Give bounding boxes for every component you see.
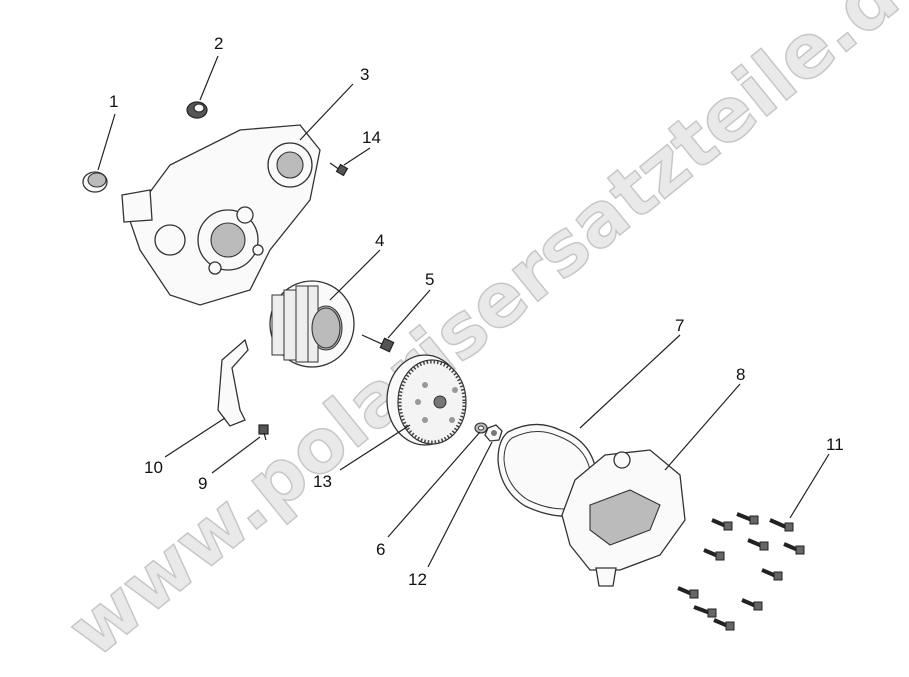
part-10-bracket xyxy=(217,338,249,427)
leader-12 xyxy=(427,441,493,568)
callout-6: 6 xyxy=(376,540,385,559)
callout-9: 9 xyxy=(198,474,207,493)
part-1-seal xyxy=(82,171,108,193)
callout-7: 7 xyxy=(675,316,684,335)
part-2-bearing xyxy=(186,101,208,119)
callout-1: 1 xyxy=(109,92,118,111)
leader-1 xyxy=(97,113,116,171)
callout-2: 2 xyxy=(214,34,223,53)
leader-7 xyxy=(579,334,681,429)
part-4-stator xyxy=(269,280,355,368)
callout-4: 4 xyxy=(375,231,384,250)
leader-5 xyxy=(387,289,431,339)
leader-14 xyxy=(343,147,371,166)
callout-8: 8 xyxy=(736,365,745,384)
part-13-flywheel xyxy=(386,354,467,446)
callout-11: 11 xyxy=(826,435,844,454)
leader-lines xyxy=(97,55,830,568)
part-9-bolt xyxy=(258,424,269,441)
callout-14: 14 xyxy=(362,128,381,147)
callout-5: 5 xyxy=(425,270,434,289)
leader-8 xyxy=(664,383,741,471)
part-14-bolt xyxy=(329,162,349,177)
part-12-nut xyxy=(484,424,503,442)
callout-10: 10 xyxy=(144,458,163,477)
leader-4 xyxy=(329,249,381,301)
leader-6 xyxy=(387,431,481,538)
part-3-crankcase xyxy=(121,124,321,306)
part-8-cover xyxy=(561,449,686,587)
leader-3 xyxy=(299,83,354,141)
callout-12: 12 xyxy=(408,570,427,589)
leader-10 xyxy=(164,417,226,458)
callout-3: 3 xyxy=(360,65,369,84)
leader-9 xyxy=(211,436,261,474)
callout-13: 13 xyxy=(313,472,332,491)
part-11-bolts xyxy=(677,512,805,631)
leader-2 xyxy=(199,55,219,101)
leader-13 xyxy=(339,424,411,471)
part-5-bolt xyxy=(361,334,395,353)
leader-11 xyxy=(789,453,830,519)
part-6-washer xyxy=(474,422,488,434)
